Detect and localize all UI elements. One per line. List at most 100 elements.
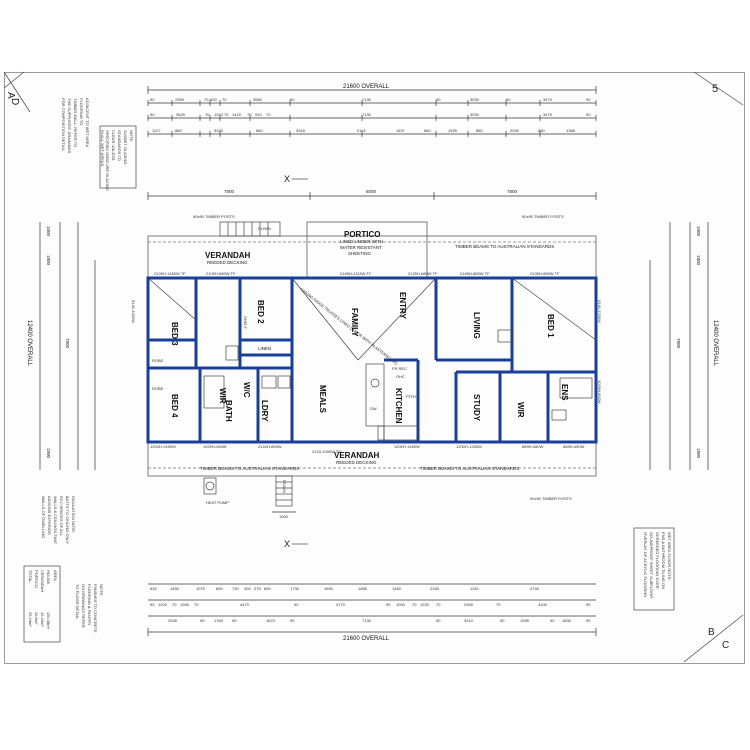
side-right-bottom: 1800 <box>696 448 701 459</box>
note-top-left: NOTE: SUMMIT GLAZING STANDARDS TO CLEAR … <box>99 125 137 191</box>
note-l-4: THE SUPPLIERS' DRAWINGS <box>67 98 72 154</box>
side-right-mid: 1800 <box>696 255 701 266</box>
paper-border <box>4 72 745 664</box>
area-row-portico: PORTICO <box>34 570 39 588</box>
win-1: 2105H-1450W TF <box>154 271 186 276</box>
dim-bot-r1-4: 730 <box>232 586 239 591</box>
room-ens: ENS <box>560 384 569 401</box>
dim-bot-r1-0: 630 <box>150 586 157 591</box>
side-left-bottom: 1800 <box>46 448 51 459</box>
module-right: 7800 <box>507 189 518 194</box>
dim-bot-r2-13: 2905 <box>464 602 474 607</box>
note-bl-5: ADJOINS EXTERIOR <box>47 496 52 535</box>
area-title: AREA <box>53 570 58 581</box>
dim-top-r3-9: 880 <box>476 128 483 133</box>
dim-top-r3-11: 880 <box>538 128 545 133</box>
note-r-4: SOUNDPROOF SHEET SUBFLOOR <box>649 532 654 598</box>
dim-bot-r2-12: 70 <box>436 602 441 607</box>
dim-top-r2-10: 3530 <box>470 112 480 117</box>
win-side-left: 5140-1000W <box>131 300 136 323</box>
dim-top-r1-10: 90 <box>506 97 511 102</box>
dw-label: DW <box>370 406 377 411</box>
down-top: DOWN <box>258 226 271 231</box>
win-b3: 2143H-890W <box>258 444 282 449</box>
portico-label: PORTICO <box>344 230 380 239</box>
dim-top-r1-3: 600 <box>210 97 217 102</box>
note-bl-3: R2.0 SPACES OF ALL <box>59 496 64 537</box>
dim-top-r2-9: 7130 <box>362 112 372 117</box>
dim-bot-r3-5: 90 <box>290 618 295 623</box>
note-tl-4: SPECIFIED OBSCURE GLAZING <box>105 130 110 191</box>
dim-bot-r1-2: 1070 <box>196 586 206 591</box>
area-row-house: HOUSE <box>46 570 51 585</box>
corner-label-b: B <box>708 627 715 638</box>
dim-bot-r1-11: 1450 <box>392 586 402 591</box>
dim-bot-r2-10: 70 <box>412 602 417 607</box>
dim-bot-r3-11: 90 <box>550 618 555 623</box>
room-shelf: SHELF <box>243 316 248 329</box>
dim-bot-r3-6: 7130 <box>362 618 372 623</box>
dim-bot-r2-1: 1200 <box>158 602 168 607</box>
dim-bot-r2-0: 90 <box>150 602 155 607</box>
dim-bot-r3-0: 2535 <box>168 618 178 623</box>
note-bl-4: WALLS & CEILINGS THAT <box>53 496 58 545</box>
win-b7: 689H-450W <box>522 444 544 449</box>
dim-bot-r1-1: 1450 <box>170 586 180 591</box>
heat-pump: HEAT PUMP <box>203 477 229 505</box>
dimension-rows-top: 90 2965 70 600 70 3580 90 7130 90 3530 9… <box>147 97 597 137</box>
dim-top-r2-5: 1420 <box>232 112 242 117</box>
timber-beams-bottom-right: TIMBER BEAMS TO AUSTRALIAN STANDARDS <box>420 466 519 471</box>
dimension-modules-top: 7800 6000 7800 <box>147 189 597 200</box>
win-b6: 1200H-1330W <box>456 444 482 449</box>
timber-posts-right-bottom: 90x90 TIMBER POSTS <box>530 496 572 501</box>
dim-bot-r2-8: 90 <box>386 602 391 607</box>
dim-top-r3-1: 880 <box>175 128 182 133</box>
dim-top-r1-8: 90 <box>436 97 441 102</box>
dim-bot-r3-9: 90 <box>500 618 505 623</box>
module-depth-left: 7800 <box>65 338 70 349</box>
dim-bot-r2-14: 70 <box>496 602 501 607</box>
module-left: 7800 <box>224 189 235 194</box>
dim-top-r1-6: 90 <box>290 97 295 102</box>
dim-bot-r1-8: 1730 <box>290 586 300 591</box>
dim-bot-r1-10: 1685 <box>358 586 368 591</box>
dim-top-r3-4: 3018 <box>296 128 306 133</box>
module-depth-right: 7800 <box>676 338 681 349</box>
dim-bot-r3-1: 90 <box>200 618 205 623</box>
dim-top-r2-0: 90 <box>150 112 155 117</box>
dim-top-r3-2: 3025 <box>214 128 224 133</box>
note-bottom-left: INSULATION NOTE: BATTS TO CEILING ONLY R… <box>41 496 76 545</box>
area-val-total: 25.24m² <box>28 612 33 627</box>
room-wir-left: WIR <box>218 388 227 404</box>
dimension-rows-bottom: 21600 OVERALL 630 1450 1070 890 730 400 … <box>147 583 597 642</box>
note-tl-2: STANDARDS TO <box>117 130 122 161</box>
dim-bot-r1-3: 890 <box>216 586 223 591</box>
dim-bot-r2-2: 70 <box>172 602 177 607</box>
room-ldry: LDRY <box>260 400 269 422</box>
dim-top-r3-6: 1637 <box>396 128 406 133</box>
dim-top-r2-6: 70 <box>247 112 252 117</box>
room-study: STUDY <box>472 394 481 422</box>
note-tl-1: SUMMIT GLAZING <box>123 130 128 164</box>
room-living: LIVING <box>472 312 481 339</box>
win-4: 2135H-880W TF <box>408 271 438 276</box>
dim-bot-r1-12: 2335 <box>430 586 440 591</box>
dim-bot-r3-3: 90 <box>232 618 237 623</box>
dim-top-r1-1: 2965 <box>175 97 185 102</box>
note-bl-1: INSULATION NOTE: <box>71 496 76 533</box>
heat-pump-label: HEAT PUMP <box>206 500 229 505</box>
dim-bot-r1-7: 890 <box>264 586 271 591</box>
note-l-1: ADJACENT TO WET AREA <box>85 98 90 148</box>
dim-bot-r3-4: 1670 <box>266 618 276 623</box>
overall-depth-right: 12400 OVERALL <box>712 320 718 367</box>
dim-bot-r2-16: 90 <box>586 602 591 607</box>
note-bl2-4: ON DRAWINGS REFER <box>81 584 86 628</box>
note-r-2: ENS & BATHROOM TILING ON <box>661 532 666 589</box>
dim-top-r3-10: 2092 <box>510 128 520 133</box>
raking-lines: RAKING RIDGE TRUSSES LINED UNDER WITH PL… <box>147 277 597 366</box>
dim-bot-r1-14: 2745 <box>530 586 540 591</box>
ohc-label: OHC <box>396 374 405 379</box>
dim-top-r1-5: 3580 <box>253 97 263 102</box>
dim-top-r3-5: 2115 <box>357 128 366 133</box>
